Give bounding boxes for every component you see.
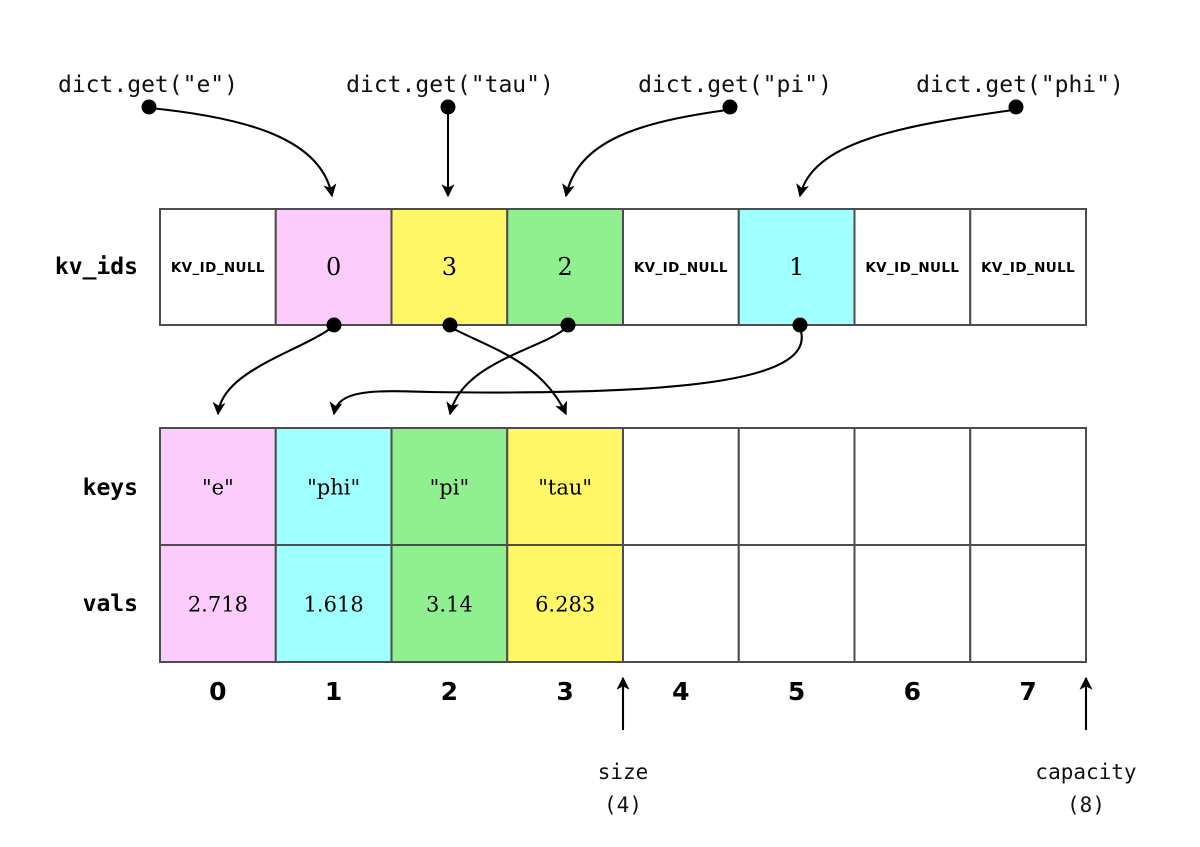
vals-cell-4	[622, 544, 740, 663]
call-origin-dot-phi	[1008, 99, 1024, 115]
link-origin-dot-slot1	[326, 317, 342, 333]
keys-text-2: "pi"	[430, 476, 469, 500]
index-label-3: 3	[556, 677, 573, 706]
call-label-tau: dict.get("tau")	[346, 72, 554, 98]
call-arrow-phi	[796, 99, 1024, 198]
capacity-marker: capacity (8)	[1035, 676, 1137, 817]
index-label-0: 0	[209, 677, 226, 706]
link-arrow-slot1-entry0	[212, 317, 342, 416]
index-label-5: 5	[788, 677, 805, 706]
call-origin-dot-e	[141, 99, 157, 115]
vals-cell-2	[390, 544, 509, 663]
kv-ids-cell-5	[737, 208, 856, 326]
index-axis: 0 1 2 3 4 5 6 7	[209, 677, 1037, 706]
vals-cell-3	[506, 544, 624, 663]
link-origin-dot-slot2	[442, 317, 458, 333]
vals-text-0: 2.718	[188, 593, 248, 617]
kv-ids-cell-2	[390, 208, 509, 326]
size-marker-value: (4)	[604, 793, 642, 817]
vals-cell-1	[274, 544, 393, 663]
link-arrow-slot3-entry2	[446, 317, 576, 416]
call-origin-dot-tau	[440, 99, 456, 115]
call-arrow-tau	[440, 99, 456, 198]
call-arrow-e	[141, 99, 337, 198]
link-origin-dot-slot5	[792, 317, 808, 333]
kv-ids-text-0: KV_ID_NULL	[171, 260, 265, 276]
index-label-6: 6	[904, 677, 921, 706]
vals-cell-0	[159, 544, 277, 663]
keys-text-3: "tau"	[538, 476, 592, 500]
keys-text-0: "e"	[202, 476, 234, 500]
vals-text-3: 6.283	[535, 593, 595, 617]
keys-cell-6	[853, 427, 972, 546]
index-label-1: 1	[325, 677, 342, 706]
link-arrow-slot5-entry1	[329, 317, 808, 416]
vals-cell-6	[853, 544, 972, 663]
call-label-e: dict.get("e")	[58, 72, 238, 98]
call-label-pi: dict.get("pi")	[638, 72, 832, 98]
index-label-2: 2	[441, 677, 458, 706]
kv-ids-text-2: 3	[442, 253, 457, 281]
kv-ids-cell-7	[969, 208, 1087, 326]
index-label-7: 7	[1019, 677, 1036, 706]
kv-ids-text-1: 0	[326, 253, 341, 281]
link-origin-dot-slot3	[560, 317, 576, 333]
keys-cell-7	[969, 427, 1087, 546]
kv-ids-text-4: KV_ID_NULL	[634, 260, 728, 276]
vals-row: 2.718 1.618 3.14 6.283	[159, 544, 1087, 663]
keys-row: "e" "phi" "pi" "tau"	[159, 427, 1087, 546]
vals-text-1: 1.618	[304, 593, 364, 617]
row-label-kv-ids: kv_ids	[55, 254, 138, 280]
link-arrow-slot2-entry3	[442, 317, 567, 416]
size-marker: size (4)	[598, 676, 649, 817]
vals-cell-7	[969, 544, 1087, 663]
call-arrow-pi	[562, 99, 738, 198]
keys-cell-3	[506, 427, 624, 546]
kv-ids-row: KV_ID_NULL 0 3 2 KV_ID_NULL 1 KV_ID_NULL KV_ID_…	[159, 208, 1087, 326]
kv-ids-text-6: KV_ID_NULL	[865, 260, 959, 276]
kv-ids-text-7: KV_ID_NULL	[981, 260, 1075, 276]
kv-ids-text-5: 1	[789, 253, 804, 281]
call-label-phi: dict.get("phi")	[916, 72, 1124, 98]
size-marker-label: size	[598, 760, 649, 784]
row-label-vals: vals	[83, 591, 138, 617]
kv-ids-cell-0	[159, 208, 277, 326]
capacity-marker-label: capacity	[1035, 760, 1136, 784]
kv-ids-text-3: 2	[557, 253, 572, 281]
keys-text-1: "phi"	[307, 476, 360, 500]
index-label-4: 4	[672, 677, 689, 706]
capacity-marker-value: (8)	[1067, 793, 1105, 817]
kv-ids-cell-6	[853, 208, 972, 326]
kv-ids-cell-1	[274, 208, 393, 326]
kv-ids-cell-4	[622, 208, 740, 326]
vals-cell-5	[737, 544, 856, 663]
keys-cell-4	[622, 427, 740, 546]
keys-cell-5	[737, 427, 856, 546]
vals-text-2: 3.14	[426, 593, 473, 617]
call-origin-dot-pi	[722, 99, 738, 115]
row-label-keys: keys	[83, 475, 138, 501]
